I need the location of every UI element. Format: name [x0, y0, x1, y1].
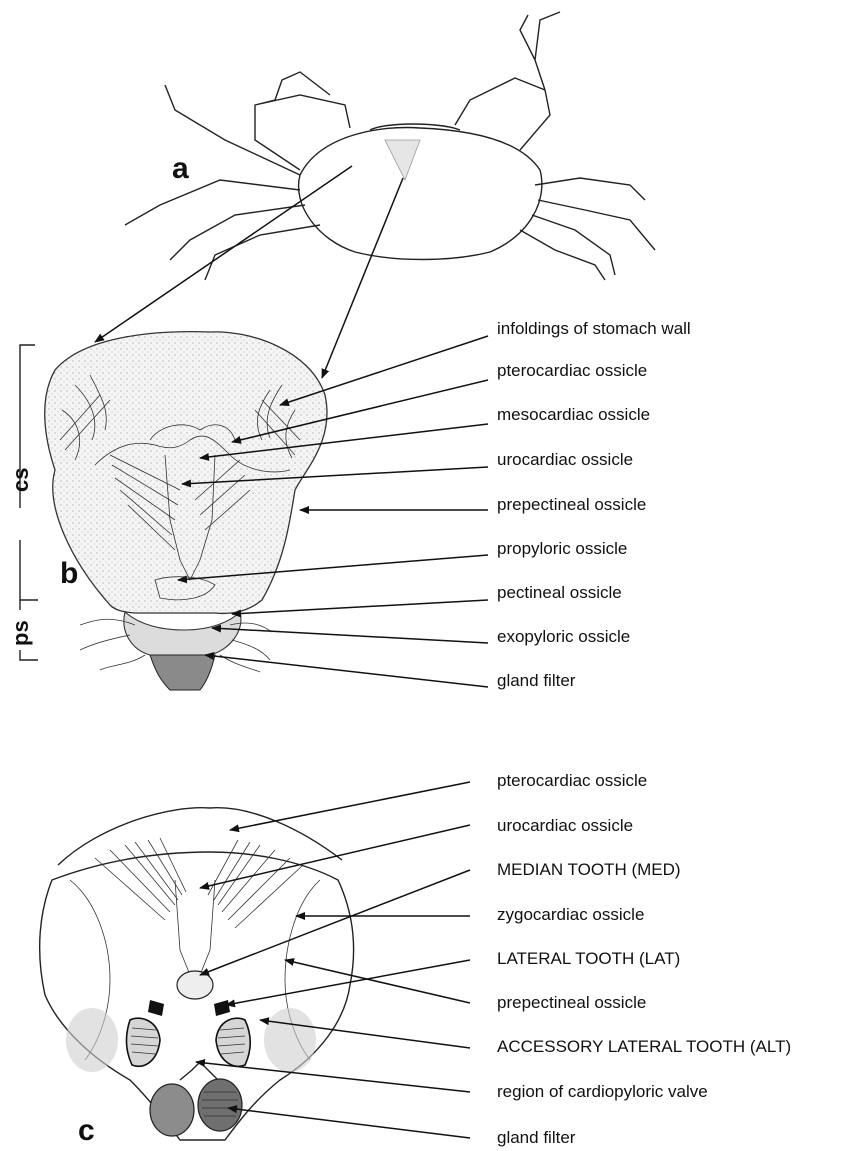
arrow-gland-filter-b — [205, 655, 488, 687]
arrow-prepectineal-c — [285, 960, 470, 1003]
cardiopyloric-valve — [180, 1062, 220, 1082]
arrow-cardiopyloric-valve — [196, 1062, 470, 1092]
label-propyloric-ossicle: propyloric ossicle — [497, 539, 627, 558]
label-median-tooth: MEDIAN TOOTH (MED) — [497, 860, 681, 879]
crab-gastric-region — [385, 140, 420, 180]
arrow-gland-filter-c — [228, 1108, 470, 1138]
panel-b-label: b — [60, 557, 78, 590]
label-accessory-lateral-tooth: ACCESSORY LATERAL TOOTH (ALT) — [497, 1037, 791, 1056]
label-prepectineal-ossicle-c: prepectineal ossicle — [497, 993, 646, 1012]
label-exopyloric-ossicle: exopyloric ossicle — [497, 627, 630, 646]
stomach-b-gland-filter — [150, 655, 215, 690]
arrow-pterocardiac-c — [230, 782, 470, 830]
label-pterocardiac-ossicle-b: pterocardiac ossicle — [497, 361, 647, 380]
median-tooth — [177, 971, 213, 999]
crab-illustration — [125, 12, 655, 280]
label-urocardiac-ossicle-b: urocardiac ossicle — [497, 450, 633, 469]
label-mesocardiac-ossicle: mesocardiac ossicle — [497, 405, 650, 424]
crab-right-legs — [520, 178, 655, 280]
label-gland-filter-c: gland filter — [497, 1128, 576, 1147]
prepectineal-shade-left — [66, 1008, 118, 1072]
scale-bars: cs ps — [8, 345, 38, 660]
panel-c-arrows — [196, 782, 470, 1138]
label-infoldings-of-stomach-wall: infoldings of stomach wall — [497, 319, 691, 338]
panel-b-labels: infoldings of stomach wall pterocardiac … — [497, 319, 691, 690]
arrow-exopyloric — [212, 628, 488, 643]
crab-left-cheliped — [255, 72, 350, 170]
stomach-dorsal-view — [45, 332, 327, 690]
label-pterocardiac-ossicle-c: pterocardiac ossicle — [497, 771, 647, 790]
label-pectineal-ossicle: pectineal ossicle — [497, 583, 622, 602]
stomach-b-pyloric — [124, 612, 241, 655]
panel-c-labels: pterocardiac ossicle urocardiac ossicle … — [497, 771, 791, 1147]
ps-label: ps — [8, 620, 33, 646]
panel-a-label: a — [172, 152, 189, 185]
accessory-lateral-tooth-right — [216, 1018, 250, 1066]
crab-to-stomach-arrow-right — [322, 178, 403, 378]
label-cardiopyloric-valve: region of cardiopyloric valve — [497, 1082, 708, 1101]
stomach-internal-view — [40, 808, 354, 1140]
prepectineal-shade-right — [264, 1008, 316, 1072]
crab-right-cheliped — [455, 12, 560, 150]
stomach-c-urocardiac-ridge — [175, 880, 215, 975]
crab-to-stomach-arrow-left — [95, 166, 352, 342]
cs-label: cs — [8, 468, 33, 492]
label-lateral-tooth: LATERAL TOOTH (LAT) — [497, 949, 680, 968]
gland-filter-left — [150, 1084, 194, 1136]
accessory-lateral-tooth-left — [126, 1018, 160, 1066]
crab-left-legs — [125, 85, 320, 280]
label-prepectineal-ossicle-b: prepectineal ossicle — [497, 495, 646, 514]
label-urocardiac-ossicle-c: urocardiac ossicle — [497, 816, 633, 835]
label-zygocardiac-ossicle: zygocardiac ossicle — [497, 905, 644, 924]
crab-carapace — [299, 128, 542, 260]
lateral-tooth-right — [214, 1000, 230, 1016]
arrow-pectineal — [232, 600, 488, 614]
gland-filter-right — [198, 1079, 242, 1131]
panel-c-label: c — [78, 1114, 95, 1147]
arrow-lateral-tooth — [226, 960, 470, 1005]
lateral-tooth-left — [148, 1000, 164, 1016]
label-gland-filter-b: gland filter — [497, 671, 576, 690]
